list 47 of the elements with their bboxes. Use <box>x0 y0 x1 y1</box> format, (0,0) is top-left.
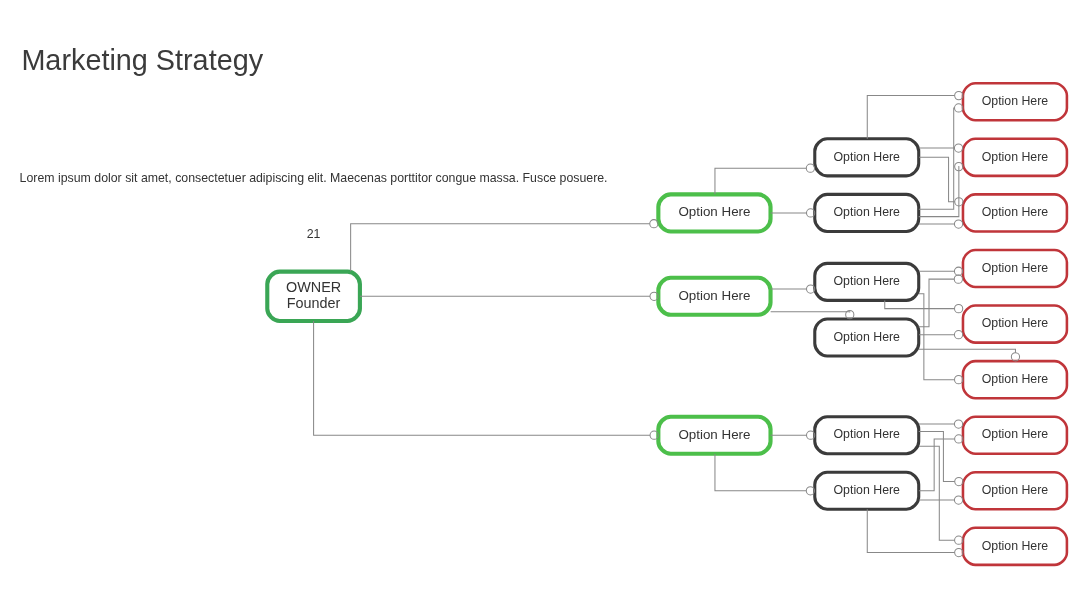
node-box: Option Here <box>813 470 921 511</box>
node-box: Option Here <box>813 317 921 358</box>
connector <box>770 284 816 294</box>
connector <box>359 291 659 301</box>
connector <box>918 293 964 385</box>
connector <box>918 419 964 429</box>
node-box: Option Here <box>961 137 1069 178</box>
connector <box>918 162 964 218</box>
node-box: Option Here <box>813 192 921 233</box>
node-box: Option Here <box>656 414 773 456</box>
connector <box>350 219 659 272</box>
node-box: Option Here <box>961 304 1069 344</box>
connector <box>770 310 855 320</box>
label: 21 <box>306 226 321 241</box>
diagram-title: Marketing Strategy <box>21 44 264 77</box>
connector <box>918 156 964 207</box>
connector <box>918 219 964 229</box>
node-box: Option Here <box>961 193 1069 233</box>
node-box: Option Here <box>813 261 921 302</box>
node-box: Option Here <box>961 81 1069 122</box>
connector <box>918 348 1021 362</box>
connector <box>770 208 816 218</box>
connector <box>866 90 964 140</box>
connector <box>918 143 964 153</box>
node-box: Option Here <box>961 470 1069 511</box>
connector <box>770 430 816 440</box>
connector <box>884 299 964 314</box>
connector <box>918 330 964 340</box>
connector <box>918 495 964 505</box>
node-box: Option Here <box>961 415 1069 456</box>
node-box: Option Here <box>656 192 773 234</box>
node-box: Option Here <box>961 248 1069 289</box>
connector <box>918 274 963 328</box>
label: Lorem ipsum dolor sit amet, consectetuer adipiscing elit. Maecenas porttitor congue massa. Fusce posuere. <box>19 171 608 186</box>
node-box: Option Here <box>656 275 773 317</box>
connector <box>714 453 816 496</box>
connector <box>918 103 964 210</box>
connector <box>866 508 964 558</box>
node-box: Option Here <box>813 137 921 178</box>
node-box: Option Here <box>961 526 1069 567</box>
node-box: Option Here <box>961 359 1069 400</box>
connector <box>714 163 816 195</box>
node-box: Option Here <box>813 415 921 456</box>
connector <box>918 266 964 276</box>
connector <box>918 445 964 545</box>
connector <box>313 320 659 440</box>
node-box: OWNER Founder <box>265 269 362 324</box>
